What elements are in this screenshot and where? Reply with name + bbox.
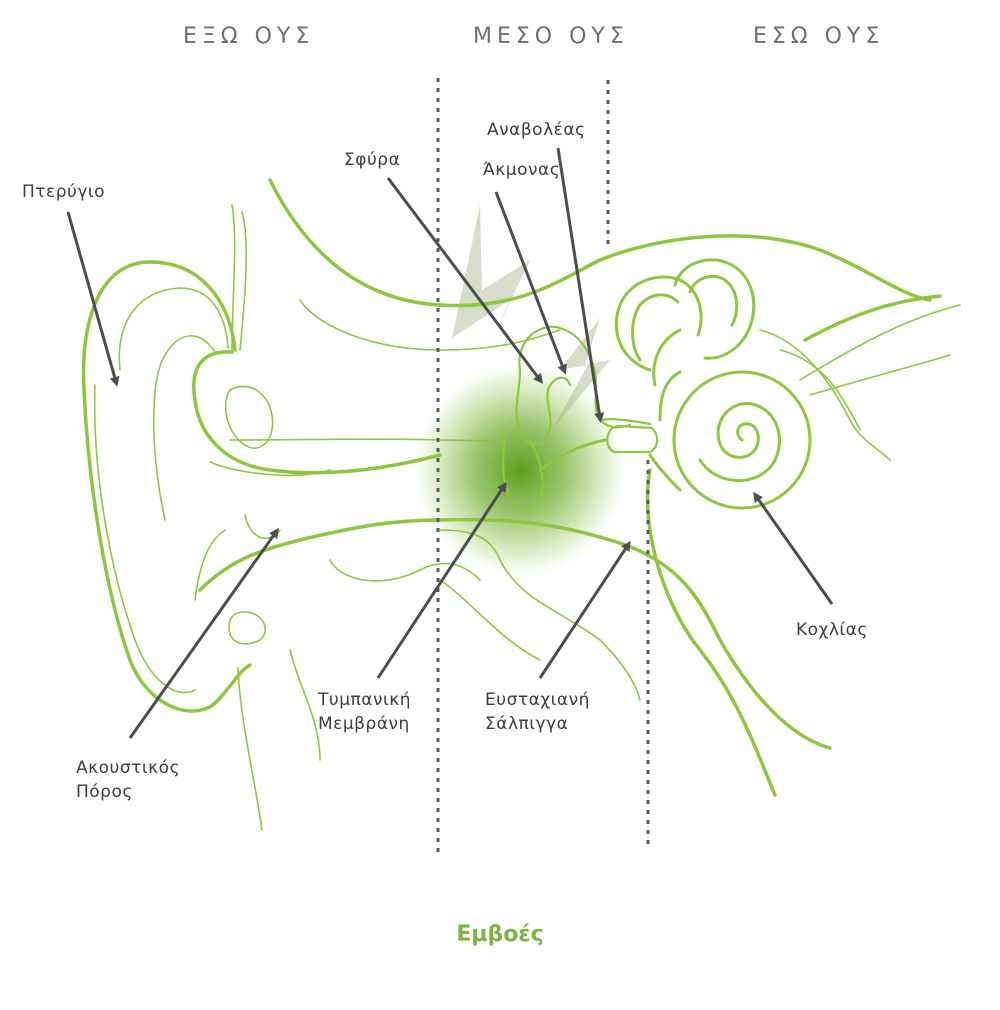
- arrow-stirrup: [556, 147, 605, 423]
- label-ear-canal-line1: Ακουστικός: [76, 758, 181, 778]
- arrow-ear-canal: [128, 527, 279, 739]
- caption-tinnitus: Εμβοές: [456, 922, 544, 947]
- label-eustachian: Ευσταχιανή Σάλπιγγα: [485, 688, 590, 736]
- label-eardrum-line2: Μεμβράνη: [318, 714, 410, 734]
- arrow-eustachian: [538, 540, 631, 679]
- label-cochlea: Κοχλίας: [796, 620, 868, 640]
- label-eustachian-line2: Σάλπιγγα: [485, 714, 569, 734]
- outer-ear-title: ΕΞΩ ΟΥΣ: [183, 24, 315, 49]
- label-anvil: Άκμονας: [483, 160, 561, 180]
- label-arrows: [66, 147, 834, 739]
- arrow-anvil: [494, 191, 567, 375]
- inner-ear-structures: [538, 258, 812, 510]
- label-hammer: Σφύρα: [344, 150, 401, 170]
- label-eustachian-line1: Ευσταχιανή: [485, 690, 590, 710]
- tinnitus-glow: [415, 365, 625, 575]
- pinna-inner-lines: [93, 204, 641, 831]
- label-eardrum: Τυμπανική Μεμβράνη: [318, 688, 411, 736]
- pinna-outline: [81, 178, 942, 797]
- arrow-hammer: [386, 177, 544, 384]
- label-pinna: Πτερύγιο: [22, 182, 106, 202]
- label-eardrum-line1: Τυμπανική: [318, 690, 412, 710]
- middle-ear-title: ΜΕΣΟ ΟΥΣ: [473, 24, 629, 49]
- inner-ear-title: ΕΣΩ ΟΥΣ: [753, 24, 885, 49]
- nerve-lines: [759, 304, 961, 461]
- label-ear-canal: Ακουστικός Πόρος: [76, 756, 180, 804]
- label-stirrup: Αναβολέας: [487, 120, 586, 140]
- arrow-pinna: [66, 211, 120, 387]
- arrow-cochlea: [753, 491, 834, 605]
- lightning-bolt-left: [452, 205, 530, 340]
- arrow-eardrum: [376, 481, 507, 679]
- label-ear-canal-line2: Πόρος: [76, 782, 133, 802]
